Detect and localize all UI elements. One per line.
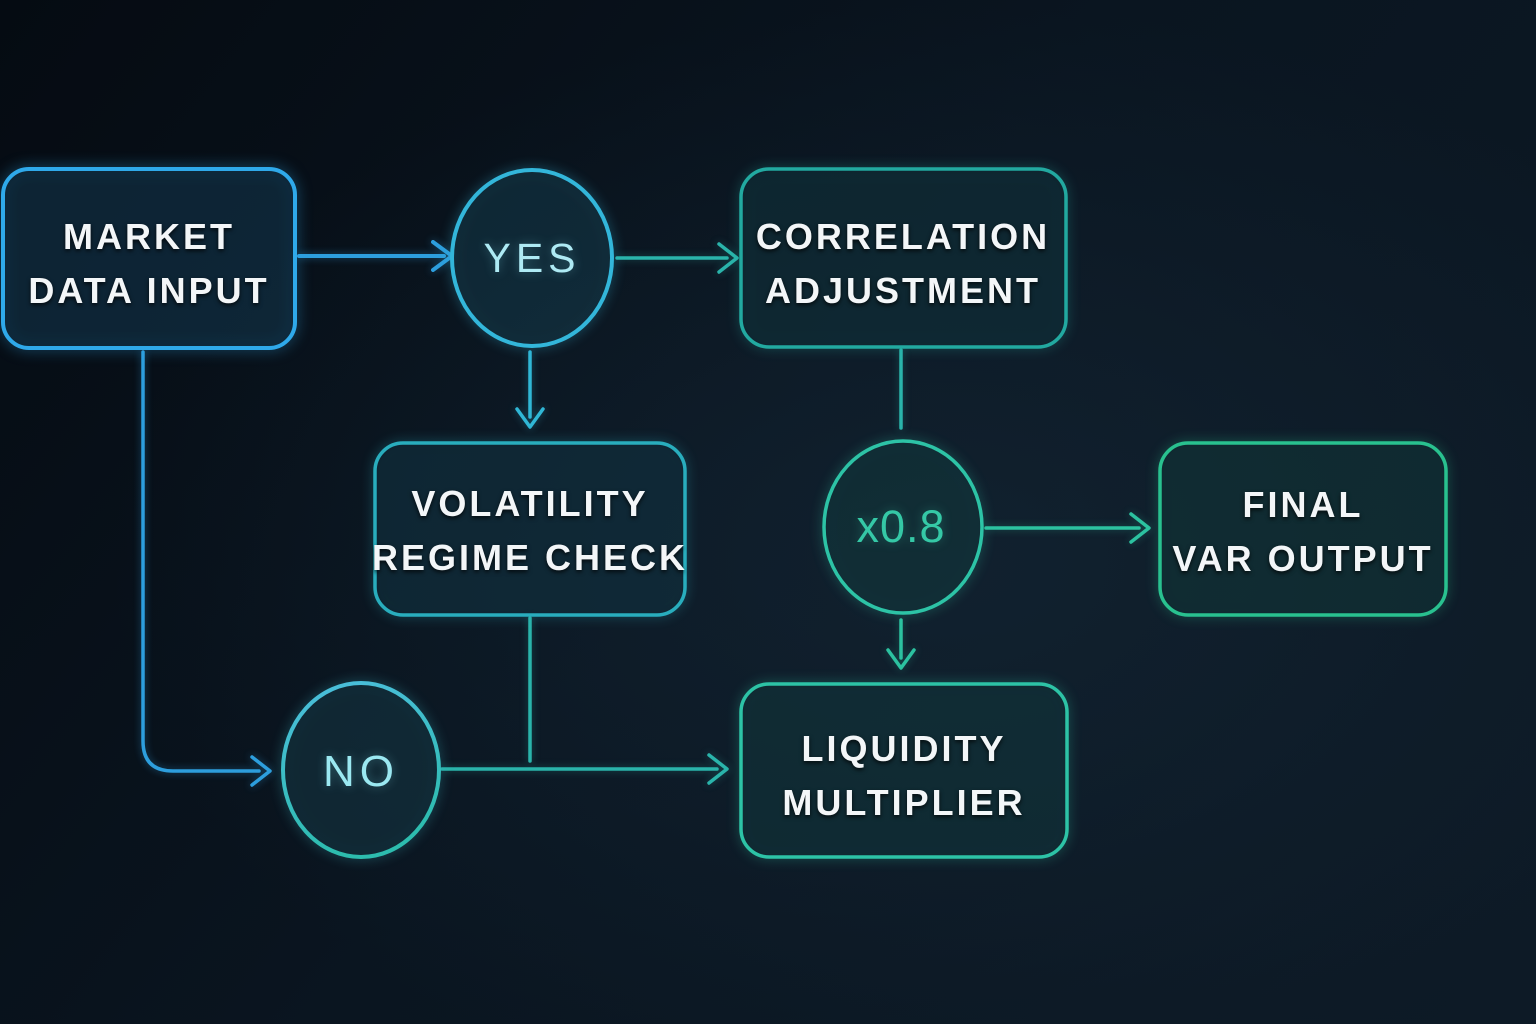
connector-no-to-liquidity	[440, 753, 729, 785]
volatility-regime-check-label-line1: VOLATILITY	[411, 483, 648, 524]
connector-market-to-yes	[297, 240, 454, 272]
arrowhead-icon	[717, 242, 739, 274]
market-data-input-label-line2: DATA INPUT	[28, 270, 269, 311]
connector-market-to-no	[141, 350, 272, 787]
node-correlation-adjustment: CORRELATION ADJUSTMENT	[739, 167, 1068, 349]
connector-multiplier-to-final	[984, 512, 1151, 544]
node-final-var-output: FINAL VAR OUTPUT	[1158, 441, 1448, 617]
final-var-output-label-line1: FINAL	[1243, 484, 1364, 525]
arrowhead-icon	[1129, 512, 1151, 544]
volatility-regime-check-box	[373, 441, 687, 617]
market-data-input-box	[1, 167, 297, 350]
market-data-input-label-line1: MARKET	[63, 216, 235, 257]
liquidity-multiplier-label-line2: MULTIPLIER	[782, 782, 1025, 823]
no-label: NO	[323, 747, 399, 796]
connector-line	[141, 350, 261, 773]
correlation-adjustment-box	[739, 167, 1068, 349]
node-yes-decision: YES	[450, 168, 614, 348]
no-circle	[281, 681, 441, 859]
final-var-output-box	[1158, 441, 1448, 617]
multiplier-circle	[822, 439, 984, 615]
node-liquidity-multiplier: LIQUIDITY MULTIPLIER	[739, 682, 1069, 859]
arrowhead-icon	[886, 648, 916, 670]
multiplier-label: x0.8	[856, 501, 945, 552]
node-no-decision: NO	[281, 681, 441, 859]
node-market-data-input: MARKET DATA INPUT	[1, 167, 297, 350]
volatility-regime-check-label-line2: REGIME CHECK	[372, 537, 688, 578]
connector-yes-to-volatility	[515, 350, 545, 429]
liquidity-multiplier-box	[739, 682, 1069, 859]
final-var-output-label-line2: VAR OUTPUT	[1172, 538, 1433, 579]
connector-yes-to-correlation	[615, 242, 739, 274]
arrowhead-icon	[250, 755, 272, 787]
arrowhead-icon	[707, 753, 729, 785]
node-volatility-regime-check: VOLATILITY REGIME CHECK	[372, 441, 688, 617]
arrowhead-icon	[515, 407, 545, 429]
connector-multiplier-to-liquidity	[886, 618, 916, 670]
correlation-adjustment-label-line1: CORRELATION	[756, 216, 1050, 257]
correlation-adjustment-label-line2: ADJUSTMENT	[765, 270, 1041, 311]
yes-label: YES	[483, 235, 580, 281]
liquidity-multiplier-label-line1: LIQUIDITY	[802, 728, 1007, 769]
yes-circle	[450, 168, 614, 348]
node-multiplier: x0.8	[822, 439, 984, 615]
